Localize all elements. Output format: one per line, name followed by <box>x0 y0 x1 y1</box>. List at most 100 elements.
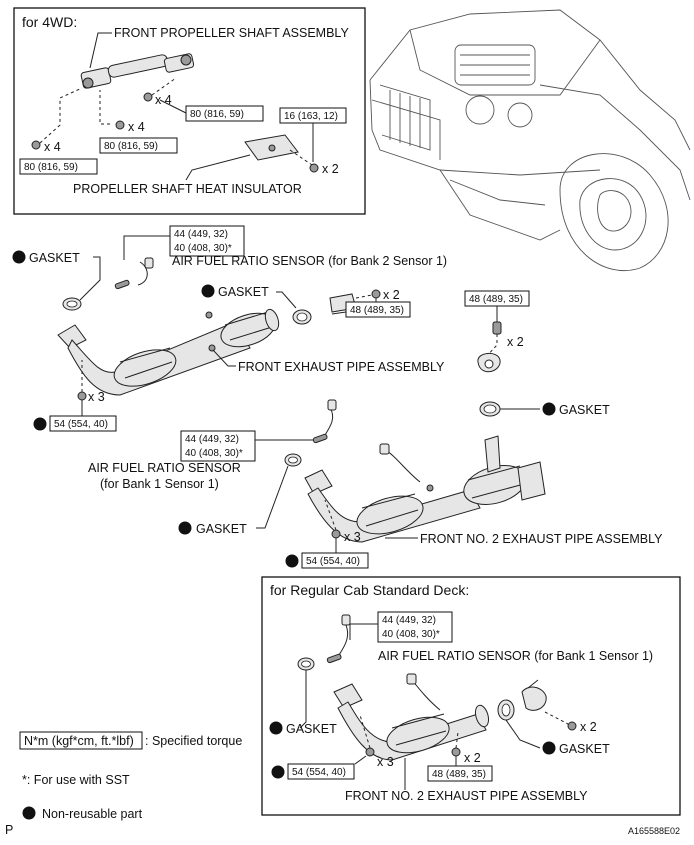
torque-box-80-mid <box>99 137 178 154</box>
torque-80-mid: 80 (816, 59) <box>104 141 158 152</box>
front-no2-exhaust-label: FRONT NO. 2 EXHAUST PIPE ASSEMBLY <box>420 532 663 546</box>
torque-box-44-40-b2 <box>169 225 245 257</box>
qty-x2-rc-48: x 2 <box>464 751 481 765</box>
torque-54-rc: 54 (554, 40) <box>292 767 346 778</box>
torque-box-48-bracket <box>345 301 411 318</box>
gasket-rc-right-hole <box>501 703 511 717</box>
torque-54-front: 54 (554, 40) <box>54 419 108 430</box>
legend-unit-box <box>19 731 143 750</box>
dash-bolt-rc-48 <box>455 731 459 749</box>
gasket-label-right: GASKET <box>559 403 610 417</box>
af-sensor-bank1-label-2: (for Bank 1 Sensor 1) <box>100 477 219 491</box>
front-propeller-shaft-label: FRONT PROPELLER SHAFT ASSEMBLY <box>114 26 349 40</box>
gasket-label-b2: GASKET <box>29 251 80 265</box>
qty-x3-rc: x 3 <box>377 755 394 769</box>
torque-box-54-no2 <box>301 552 369 569</box>
leader-torque-80-right <box>159 99 187 114</box>
legend-unit-desc: : Specified torque <box>145 734 242 748</box>
torque-box-48-rc <box>427 765 493 782</box>
fourwd-title: for 4WD: <box>22 14 77 30</box>
leader-54-rc <box>354 755 367 765</box>
torque-48-rc: 48 (489, 35) <box>432 769 486 780</box>
torque-box-80-right <box>185 105 264 122</box>
page-mark: P <box>5 823 13 837</box>
af-sensor-bank2-drawing <box>114 257 154 290</box>
right-flange-drawing <box>477 321 502 373</box>
non-reusable-dot-54-rc <box>271 765 285 779</box>
qty-x3-no2: x 3 <box>344 530 361 544</box>
front-no2-exhaust-pipe-drawing <box>304 435 546 543</box>
vehicle-front-drawing <box>369 9 691 272</box>
non-reusable-dot-gasket-b1 <box>178 521 192 535</box>
torque-54-no2: 54 (554, 40) <box>306 556 360 567</box>
af-sensor-bank1-drawing <box>312 399 337 444</box>
qty-x2-bracket: x 2 <box>383 288 400 302</box>
nut-rc <box>365 747 375 757</box>
qty-x4-mid: x 4 <box>128 120 145 134</box>
propeller-bolt-right <box>143 77 177 102</box>
legend-non-reusable-dot <box>22 806 36 820</box>
leader-propeller-shaft <box>89 32 112 69</box>
regular-cab-frame <box>261 576 681 816</box>
front-exhaust-pipe-drawing <box>57 308 280 396</box>
torque-44-rc: 44 (449, 32) <box>382 615 436 626</box>
leader-gasket-b2 <box>79 256 101 301</box>
non-reusable-dot-gasket-right <box>542 402 556 416</box>
figure-ref-code: A165588E02 <box>628 826 680 836</box>
torque-box-44-40-b1 <box>180 430 256 462</box>
non-reusable-dot-gasket-b2 <box>12 250 26 264</box>
leader-heat-insulator <box>185 154 251 181</box>
legend-non-reusable-text: Non-reusable part <box>42 807 143 821</box>
heat-insulator-drawing <box>244 134 319 173</box>
gasket-right-hole <box>483 404 497 414</box>
nut-front-exhaust <box>77 391 87 401</box>
af-sensor-rc-label: AIR FUEL RATIO SENSOR (for Bank 1 Sensor… <box>378 649 653 663</box>
gasket-label-front: GASKET <box>218 285 269 299</box>
front-no2-exhaust-rc-label: FRONT NO. 2 EXHAUST PIPE ASSEMBLY <box>345 789 588 803</box>
non-reusable-dot-54-no2 <box>285 554 299 568</box>
heat-insulator-label: PROPELLER SHAFT HEAT INSULATOR <box>73 182 302 196</box>
dash-nut-no2 <box>324 499 337 531</box>
torque-box-44-40-rc <box>377 611 453 643</box>
torque-40-b2: 40 (408, 30)* <box>174 243 232 254</box>
qty-x4-left: x 4 <box>44 140 61 154</box>
gasket-label-b1: GASKET <box>196 522 247 536</box>
gasket-b2-hole <box>66 300 78 308</box>
leader-gasket-b1 <box>256 465 289 529</box>
non-reusable-dot-54-front <box>33 417 47 431</box>
torque-48-bracket: 48 (489, 35) <box>350 305 404 316</box>
nut-no2-exhaust <box>331 529 341 539</box>
front-no2-exhaust-rc-drawing <box>333 673 490 761</box>
leader-torque-44-b2 <box>123 235 170 260</box>
torque-40-rc: 40 (408, 30)* <box>382 629 440 640</box>
leader-gasket-rc <box>299 670 307 729</box>
af-sensor-bank2-label: AIR FUEL RATIO SENSOR (for Bank 2 Sensor… <box>172 254 447 268</box>
torque-80-right: 80 (816, 59) <box>190 109 244 120</box>
regular-cab-title: for Regular Cab Standard Deck: <box>270 582 469 598</box>
torque-40-b1: 40 (408, 30)* <box>185 448 243 459</box>
torque-box-54-rc <box>287 763 355 780</box>
gasket-label-rc: GASKET <box>286 722 337 736</box>
fourwd-frame <box>13 7 366 215</box>
torque-80-left: 80 (816, 59) <box>24 162 78 173</box>
qty-x2-right: x 2 <box>507 335 524 349</box>
leader-gasket-rc-right <box>505 719 541 749</box>
rc-right-flange-drawing <box>521 679 577 731</box>
torque-16: 16 (163, 12) <box>284 111 338 122</box>
qty-x3-front: x 3 <box>88 390 105 404</box>
leader-torque-44-rc <box>349 623 378 640</box>
non-reusable-dot-gasket-front <box>201 284 215 298</box>
front-exhaust-pipe-label: FRONT EXHAUST PIPE ASSEMBLY <box>238 360 445 374</box>
qty-x2-insulator: x 2 <box>322 162 339 176</box>
legend-sst-note: *: For use with SST <box>22 773 130 787</box>
leader-gasket-front <box>276 291 297 309</box>
qty-x2-rc-right: x 2 <box>580 720 597 734</box>
torque-box-80-left <box>19 158 98 175</box>
torque-44-b2: 44 (449, 32) <box>174 229 228 240</box>
propeller-bolt-mid <box>99 90 125 130</box>
gasket-b1-hole <box>288 456 298 464</box>
gasket-rc-hole <box>301 660 311 668</box>
leader-front-exhaust-pipe <box>212 349 236 367</box>
bolt-rc-48 <box>451 747 461 757</box>
